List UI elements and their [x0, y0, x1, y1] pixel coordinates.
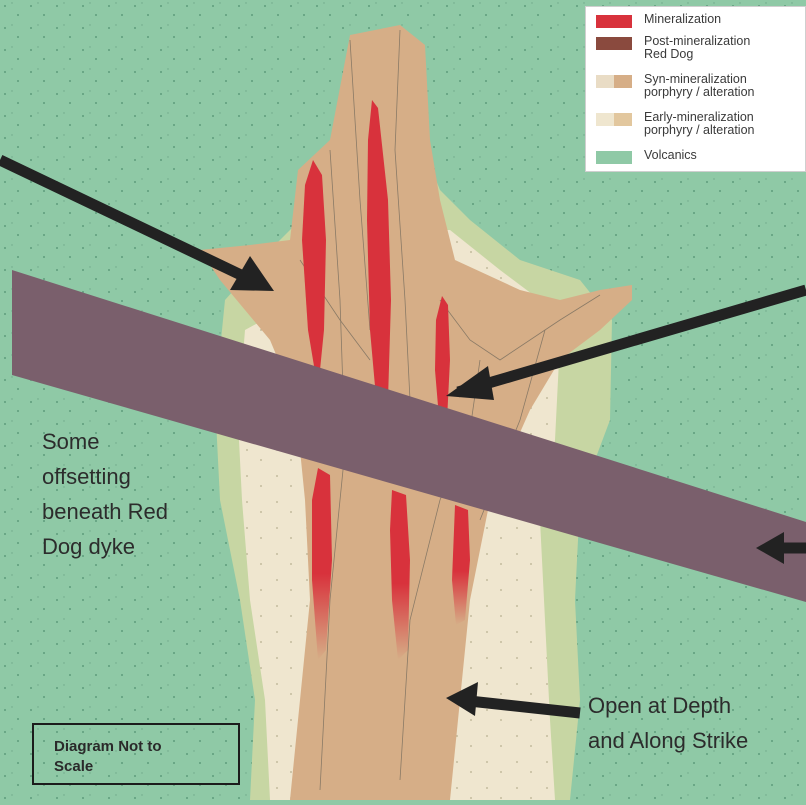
legend-item-post-mineralization: Post-mineralization Red Dog	[596, 35, 750, 61]
legend-label: Syn-mineralization porphyry / alteration	[644, 73, 754, 99]
legend-label: Volcanics	[644, 149, 697, 162]
legend-item-mineralization: Mineralization	[596, 13, 721, 28]
legend-item-syn-mineralization: Syn-mineralization porphyry / alteration	[596, 73, 754, 99]
annotation-offsetting: Some offsetting beneath Red Dog dyke	[42, 424, 168, 564]
legend-label: Early-mineralization porphyry / alterati…	[644, 111, 754, 137]
legend-swatch	[596, 15, 632, 28]
legend: Mineralization Post-mineralization Red D…	[585, 6, 806, 172]
legend-swatch	[596, 37, 632, 50]
scale-note: Diagram Not to Scale	[32, 723, 240, 785]
legend-swatch	[596, 151, 632, 164]
legend-label: Post-mineralization Red Dog	[644, 35, 750, 61]
legend-label: Mineralization	[644, 13, 721, 26]
legend-swatch	[596, 75, 632, 88]
annotation-open-at-depth: Open at Depth and Along Strike	[588, 688, 748, 758]
legend-swatch	[596, 113, 632, 126]
legend-item-early-mineralization: Early-mineralization porphyry / alterati…	[596, 111, 754, 137]
legend-item-volcanics: Volcanics	[596, 149, 697, 164]
